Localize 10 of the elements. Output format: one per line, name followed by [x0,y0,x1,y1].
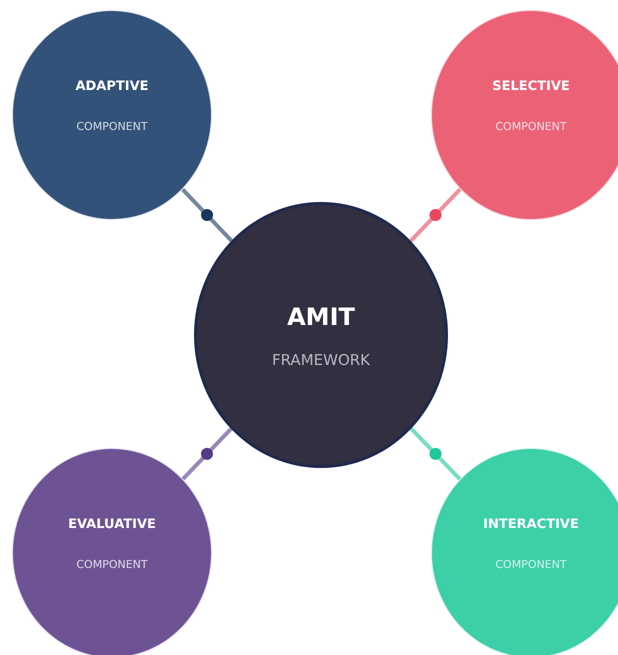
circle-subtitle: COMPONENT [76,558,148,571]
circle-title: ADAPTIVE [75,79,149,94]
circle-subtitle: FRAMEWORK [272,351,370,369]
circle-title: INTERACTIVE [483,517,579,532]
circle-title: EVALUATIVE [68,517,156,532]
circle-subtitle: COMPONENT [495,558,567,571]
circle-subtitle: COMPONENT [495,120,567,133]
circle-title: SELECTIVE [492,79,570,94]
circle-title: AMIT [287,303,355,331]
circle-subtitle: COMPONENT [76,120,148,133]
